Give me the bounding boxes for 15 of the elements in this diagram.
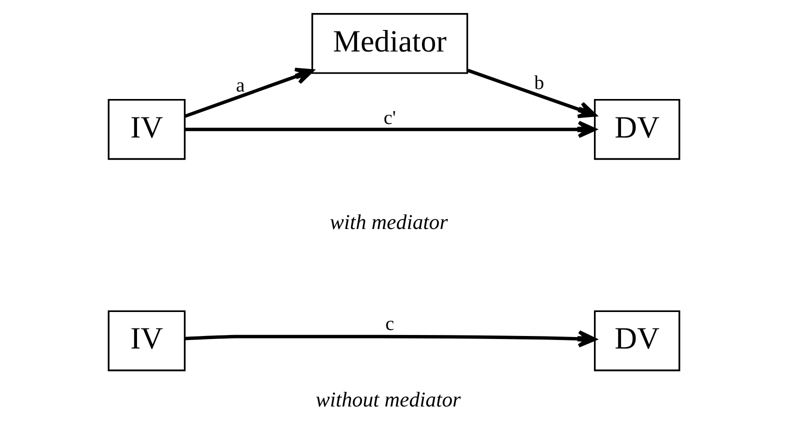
arrow [184, 330, 596, 348]
node-box: Mediator [311, 13, 468, 74]
edge-label: a [236, 74, 245, 97]
arrow [184, 120, 596, 138]
arrow [184, 68, 314, 118]
edge-label: c' [384, 107, 396, 130]
node-box: IV [108, 98, 186, 160]
label: without mediator [316, 387, 461, 412]
edge-label: b [534, 72, 544, 94]
label: with mediator [330, 210, 448, 234]
node-box: IV [108, 310, 186, 372]
edge-label: c [385, 312, 394, 335]
arrow [467, 68, 596, 118]
node-box: DV [594, 98, 680, 160]
node-box: DV [594, 310, 680, 372]
